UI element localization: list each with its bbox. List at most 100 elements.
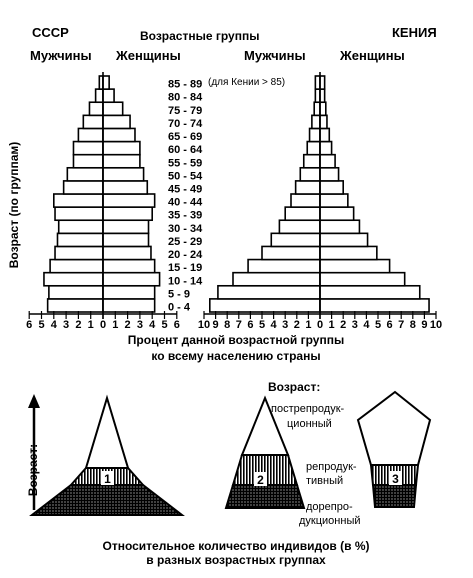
kenya-female-bar xyxy=(319,284,421,300)
kenya-female-bar xyxy=(319,193,349,208)
kenya-female-bar xyxy=(319,180,345,195)
kenya-male-bar xyxy=(311,114,321,130)
ussr-female-bar xyxy=(102,271,161,287)
age-group-label: 75 - 79 xyxy=(168,105,202,117)
kenya-female-bar xyxy=(319,114,328,130)
kenya-tick-label: 2 xyxy=(294,319,300,331)
shape-1-postreproductive xyxy=(84,394,130,469)
ussr-female-label: Женщины xyxy=(115,48,181,63)
ussr-male-label: Мужчины xyxy=(30,48,92,63)
stage-prereproductive-1: дорепро- xyxy=(306,501,353,513)
kenya-male-bar xyxy=(299,166,321,182)
stage-reproductive-1: репродук- xyxy=(306,461,357,473)
ussr-male-bar xyxy=(46,298,104,313)
kenya-male-label: Мужчины xyxy=(244,48,306,63)
ussr-tick-label: 2 xyxy=(75,319,81,331)
ussr-tick-label: 2 xyxy=(125,319,131,331)
ussr-male-bar xyxy=(43,271,104,287)
kenya-title: КЕНИЯ xyxy=(392,25,437,40)
ussr-tick-label: 4 xyxy=(51,319,58,331)
ussr-male-bar xyxy=(72,153,104,169)
ussr-male-bar xyxy=(77,127,104,143)
ussr-tick-label: 3 xyxy=(137,319,143,331)
ussr-female-bar xyxy=(102,232,150,248)
ussr-tick-label: 1 xyxy=(112,319,118,331)
ussr-female-bar xyxy=(102,153,141,169)
kenya-female-bar xyxy=(319,101,327,117)
kenya-male-bar xyxy=(232,271,321,287)
kenya-tick-label: 4 xyxy=(363,319,370,331)
kenya-female-bar xyxy=(319,232,369,248)
age-group-label: 30 - 34 xyxy=(168,223,203,235)
ussr-male-bar xyxy=(57,219,104,235)
age-structure-diagram: Возраст: 1 2 3 Возраст: пострепродук xyxy=(26,380,432,567)
kenya-female-bar xyxy=(319,166,340,182)
kenya-tick-label: 8 xyxy=(410,319,416,331)
shape-3-postreproductive xyxy=(356,390,432,466)
kenya-female-bar xyxy=(319,206,355,222)
kenya-female-bar xyxy=(319,153,336,169)
kenya-male-bar xyxy=(313,101,321,117)
ussr-male-bar xyxy=(72,140,104,156)
ussr-female-bar xyxy=(102,101,124,117)
ussr-male-bar xyxy=(88,101,104,117)
ussr-title: СССР xyxy=(32,25,69,40)
ussr-female-bar xyxy=(102,166,145,182)
stage-postreproductive-2: ционный xyxy=(287,418,332,430)
shape-2-number: 2 xyxy=(257,473,264,487)
diagram-caption-line1: Относительное количество индивидов (в %) xyxy=(102,539,369,553)
ussr-tick-label: 0 xyxy=(100,319,106,331)
kenya-tick-label: 1 xyxy=(305,319,311,331)
ussr-male-bar xyxy=(66,166,104,182)
shape-1-expanding: 1 xyxy=(29,394,185,516)
ussr-male-bar xyxy=(54,206,104,222)
age-group-label: 5 - 9 xyxy=(168,288,190,300)
kenya-male-bar xyxy=(294,180,321,195)
shape-3-prereproductive xyxy=(371,484,418,508)
ussr-female-bar xyxy=(102,180,149,195)
ussr-female-bar xyxy=(102,127,136,143)
kenya-tick-label: 6 xyxy=(387,319,393,331)
kenya-male-bar xyxy=(261,245,321,261)
ussr-male-bar xyxy=(52,193,104,208)
kenya-tick-label: 10 xyxy=(430,319,442,331)
kenya-female-label: Женщины xyxy=(339,48,405,63)
ussr-tick-label: 5 xyxy=(161,319,167,331)
kenya-male-bar xyxy=(308,127,321,143)
age-group-label: 85 - 89 xyxy=(168,79,202,91)
kenya-tick-label: 5 xyxy=(259,319,265,331)
stage-prereproductive-2: дукционный xyxy=(299,515,361,527)
kenya-male-bar xyxy=(306,140,321,156)
kenya-female-bar xyxy=(319,219,361,235)
kenya-male-bar xyxy=(290,193,321,208)
shape-2-prereproductive xyxy=(224,484,306,509)
kenya-note: (для Кении > 85) xyxy=(208,77,285,88)
ussr-female-bar xyxy=(102,258,156,274)
kenya-tick-label: 3 xyxy=(352,319,358,331)
ussr-male-bar xyxy=(49,258,104,274)
shape-3-number: 3 xyxy=(392,472,399,486)
kenya-female-bar xyxy=(319,258,391,274)
age-group-label: 20 - 24 xyxy=(168,249,203,261)
ussr-female-bar xyxy=(102,206,154,222)
y-axis-label: Возраст (по группам) xyxy=(7,142,21,269)
age-group-label: 55 - 59 xyxy=(168,157,202,169)
ussr-tick-label: 6 xyxy=(26,319,32,331)
ussr-female-bar xyxy=(102,75,110,90)
kenya-tick-label: 7 xyxy=(236,319,242,331)
age-group-label: 70 - 74 xyxy=(168,118,203,130)
kenya-tick-label: 2 xyxy=(340,319,346,331)
ussr-tick-label: 5 xyxy=(38,319,44,331)
kenya-tick-label: 5 xyxy=(375,319,381,331)
stage-reproductive-2: тивный xyxy=(306,475,343,487)
kenya-tick-label: 8 xyxy=(224,319,230,331)
age-group-label: 40 - 44 xyxy=(168,197,203,209)
age-group-label: 35 - 39 xyxy=(168,210,202,222)
ussr-female-bar xyxy=(102,193,156,208)
ussr-female-bar xyxy=(102,140,141,156)
shape-1-number: 1 xyxy=(104,472,111,486)
ussr-female-bar xyxy=(102,88,115,104)
age-arrow-label: Возраст: xyxy=(26,444,40,496)
age-group-label: 45 - 49 xyxy=(168,184,202,196)
kenya-male-bar xyxy=(247,258,321,274)
